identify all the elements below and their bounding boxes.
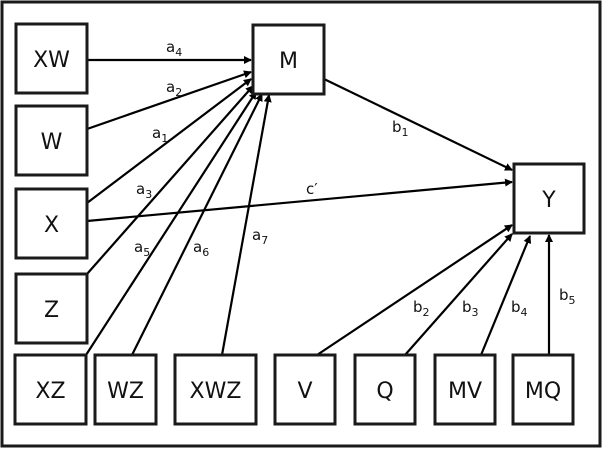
node-box-v (273, 353, 337, 426)
edge-label-v-to-y: b2 (413, 298, 430, 319)
node-xwz: XWZ (173, 353, 258, 426)
node-label-xz: XZ (35, 379, 65, 404)
node-label-w: W (41, 130, 63, 155)
node-label-wz: WZ (107, 379, 144, 404)
node-box-x (14, 187, 89, 260)
node-label-m: M (279, 49, 298, 74)
edge-wz-to-m (131, 93, 263, 356)
edge-label-z-to-m: a3 (136, 180, 152, 201)
edge-m-to-y (323, 78, 513, 171)
node-y: Y (512, 162, 586, 235)
node-box-q (353, 353, 417, 426)
node-x: X (14, 187, 89, 260)
edge-label-xz-to-m: a5 (134, 238, 150, 259)
node-label-v: V (297, 379, 312, 404)
edge-label-m-to-y: b1 (392, 118, 409, 139)
edge-label-x-to-y: c′ (306, 180, 318, 198)
edge-xz-to-m (85, 91, 257, 356)
node-label-z: Z (44, 298, 59, 323)
node-box-wz (93, 353, 158, 426)
node-z: Z (14, 272, 89, 345)
edge-mv-to-y (479, 235, 532, 356)
edge-label-xwz-to-m: a7 (252, 226, 268, 247)
node-mv: MV (433, 353, 497, 426)
edge-label-xw-to-m: a4 (166, 38, 182, 59)
node-box-mv (433, 353, 497, 426)
node-xw: XW (14, 22, 89, 95)
node-box-m (251, 23, 326, 96)
node-box-y (512, 162, 586, 235)
node-label-xw: XW (33, 48, 70, 73)
edge-label-mv-to-y: b4 (511, 298, 528, 319)
node-label-x: X (44, 213, 59, 238)
node-wz: WZ (93, 353, 158, 426)
edges-layer (85, 56, 553, 356)
edge-label-w-to-m: a2 (166, 78, 182, 99)
node-box-xwz (173, 353, 258, 426)
edge-w-to-m (86, 70, 252, 131)
node-w: W (14, 104, 89, 177)
node-box-z (14, 272, 89, 345)
edge-label-x-to-m: a1 (152, 124, 168, 145)
edge-q-to-y (404, 233, 513, 356)
node-q: Q (353, 353, 417, 426)
node-box-mq (511, 353, 575, 426)
edge-xwz-to-m (220, 94, 272, 356)
node-xz: XZ (13, 353, 88, 426)
node-mq: MQ (511, 353, 575, 426)
node-m: M (251, 23, 326, 96)
edge-z-to-m (86, 85, 254, 275)
node-v: V (273, 353, 337, 426)
edge-labels-layer: a4 a2 a1 a3 a5 a6 a7 b1 c′ b2 b3 b4 b5 (134, 38, 576, 319)
node-label-xwz: XWZ (190, 379, 242, 404)
node-box-xw (14, 22, 89, 95)
edge-label-q-to-y: b3 (462, 298, 479, 319)
node-box-w (14, 104, 89, 177)
edge-x-to-y (86, 178, 513, 223)
node-label-y: Y (541, 188, 556, 213)
edge-v-to-y (316, 224, 513, 356)
node-label-mv: MV (448, 379, 482, 404)
edge-x-to-m (86, 78, 252, 204)
node-box-xz (13, 353, 88, 426)
node-label-mq: MQ (525, 379, 561, 404)
node-label-q: Q (376, 379, 393, 404)
edge-label-mq-to-y: b5 (559, 286, 576, 307)
edge-label-wz-to-m: a6 (193, 238, 209, 259)
